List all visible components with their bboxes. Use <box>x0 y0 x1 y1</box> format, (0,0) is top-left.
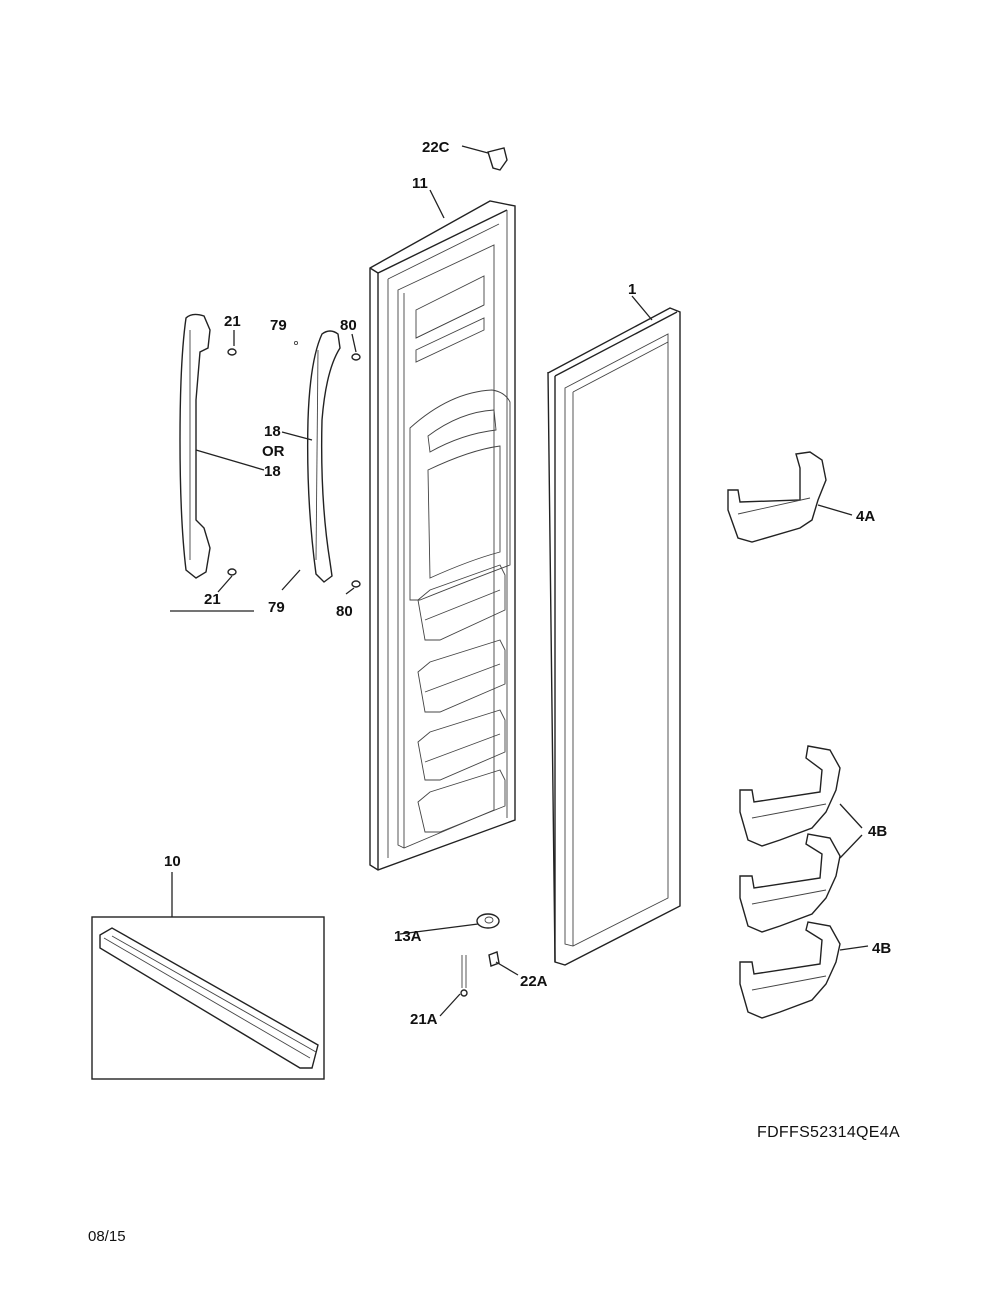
label-18-a: 18 <box>264 423 281 440</box>
label-4a: 4A <box>856 508 875 525</box>
screw-80-top <box>351 353 361 361</box>
label-21-bottom: 21 <box>204 591 221 608</box>
label-10: 10 <box>164 853 181 870</box>
bin-4b-3 <box>739 921 841 1019</box>
label-11: 11 <box>412 175 428 192</box>
label-79-bottom: 79 <box>268 599 285 616</box>
label-13a: 13A <box>394 928 422 945</box>
handle-right <box>306 330 341 583</box>
screw-21-bottom <box>227 568 237 576</box>
screw-80-bottom <box>351 580 361 588</box>
door-gasket <box>547 307 681 966</box>
label-1: 1 <box>628 281 636 298</box>
hinge-pin-22c <box>487 147 508 171</box>
door-assembly <box>369 200 516 871</box>
bin-4b-1 <box>739 745 841 847</box>
screw-21-top <box>227 348 237 356</box>
label-4b-bottom: 4B <box>872 940 891 957</box>
label-or: OR <box>262 443 285 460</box>
bushing-22a <box>488 951 500 967</box>
model-number: FDFFS52314QE4A <box>757 1124 900 1141</box>
pin-21a <box>460 955 468 997</box>
label-21a: 21A <box>410 1011 438 1028</box>
handle-left <box>179 313 211 579</box>
label-4b-top: 4B <box>868 823 887 840</box>
label-22a: 22A <box>520 973 548 990</box>
leader-lines <box>170 145 869 1017</box>
label-22c: 22C <box>422 139 450 156</box>
revision-date: 08/15 <box>88 1228 126 1245</box>
label-80-bottom: 80 <box>336 603 353 620</box>
plug-79-top <box>293 340 299 346</box>
hinge-13a <box>476 913 500 929</box>
bin-4b-2 <box>739 833 841 933</box>
label-80-top: 80 <box>340 317 357 334</box>
trim-kit-box <box>91 916 325 1080</box>
label-18-b: 18 <box>264 463 281 480</box>
bin-4a <box>727 451 827 543</box>
label-21-top: 21 <box>224 313 241 330</box>
label-79-top: 79 <box>270 317 287 334</box>
